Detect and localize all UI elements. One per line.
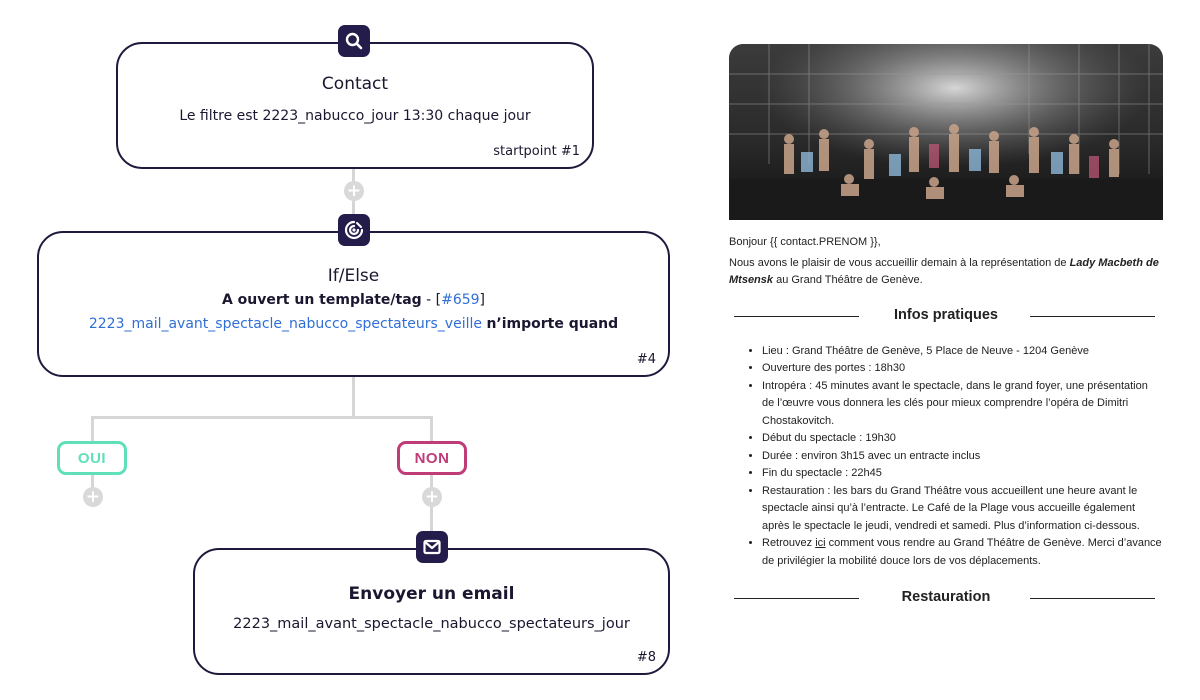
- info-item-directions-pre: Retrouvez: [762, 537, 816, 549]
- contact-badge[interactable]: [338, 25, 370, 57]
- contact-ref: startpoint #1: [493, 144, 580, 159]
- section-restauration-title: Restauration: [901, 589, 991, 605]
- add-step-plus-oui[interactable]: +: [83, 487, 103, 507]
- send-email-ref: #8: [636, 650, 656, 665]
- send-email-node[interactable]: Envoyer un email 2223_mail_avant_spectac…: [193, 548, 670, 675]
- info-item-directions: Retrouvez ici comment vous rendre au Gra…: [762, 535, 1163, 570]
- ifelse-condition-sep: - [: [421, 292, 442, 308]
- connector-ifelse-split: [352, 376, 355, 418]
- section-rule-right: [1030, 598, 1155, 599]
- info-item: Lieu : Grand Théâtre de Genève, 5 Place …: [762, 343, 1163, 361]
- connector-split-oui: [91, 416, 94, 441]
- info-item: Intropéra : 45 minutes avant le spectacl…: [762, 378, 1163, 431]
- branch-oui[interactable]: OUI: [57, 441, 127, 475]
- section-rule-right: [1030, 315, 1155, 317]
- ifelse-condition-ref-link[interactable]: #659: [441, 292, 480, 308]
- info-item: Restauration : les bars du Grand Théâtre…: [762, 483, 1163, 536]
- envelope-icon: [423, 539, 441, 555]
- connector-split-non: [430, 416, 433, 441]
- ifelse-title: If/Else: [327, 266, 380, 286]
- add-step-plus-non[interactable]: +: [422, 487, 442, 507]
- email-intro-post: au Grand Théâtre de Genève.: [773, 274, 923, 286]
- info-item: Durée : environ 3h15 avec un entracte in…: [762, 448, 1163, 466]
- contact-title: Contact: [321, 74, 389, 94]
- ifelse-ref: #4: [636, 352, 656, 367]
- search-icon: [345, 32, 363, 50]
- contact-filter: Le filtre est 2223_nabucco_jour 13:30 ch…: [179, 108, 531, 124]
- ifelse-condition-close: ]: [479, 292, 486, 308]
- email-intro: Nous avons le plaisir de vous accueillir…: [729, 255, 1163, 290]
- section-rule-left: [734, 598, 859, 599]
- info-item: Début du spectacle : 19h30: [762, 430, 1163, 448]
- connector-oui-plus: [91, 474, 94, 488]
- send-email-title: Envoyer un email: [348, 584, 515, 604]
- email-greeting: Bonjour {{ contact.PRENOM }},: [729, 236, 881, 248]
- hero-image: [729, 44, 1163, 220]
- info-item: Ouverture des portes : 18h30: [762, 360, 1163, 378]
- email-intro-text: Nous avons le plaisir de vous accueillir…: [729, 256, 1070, 269]
- infos-list: Lieu : Grand Théâtre de Genève, 5 Place …: [729, 343, 1163, 571]
- section-rule-left: [734, 315, 859, 317]
- ifelse-condition-label: A ouvert un template/tag: [221, 292, 422, 308]
- add-step-plus[interactable]: +: [344, 181, 364, 201]
- info-item-directions-post: comment vous rendre au Grand Théâtre de …: [762, 537, 1162, 567]
- ifelse-condition: A ouvert un template/tag - [#659]: [39, 292, 668, 308]
- email-preview: Bonjour {{ contact.PRENOM }}, Nous avons…: [729, 44, 1163, 614]
- send-email-badge[interactable]: [416, 531, 448, 563]
- send-email-template-link[interactable]: 2223_mail_avant_spectacle_nabucco_specta…: [233, 616, 630, 632]
- target-icon: [344, 220, 364, 240]
- section-infos-pratiques: Infos pratiques: [729, 302, 1163, 332]
- ifelse-template-line: 2223_mail_avant_spectacle_nabucco_specta…: [39, 316, 668, 332]
- directions-link[interactable]: ici: [815, 537, 826, 549]
- ifelse-badge[interactable]: [338, 214, 370, 246]
- contact-node[interactable]: Contact Le filtre est 2223_nabucco_jour …: [116, 42, 594, 169]
- ifelse-node[interactable]: If/Else A ouvert un template/tag - [#659…: [37, 231, 670, 377]
- section-infos-pratiques-title: Infos pratiques: [894, 306, 998, 323]
- branch-non[interactable]: NON: [397, 441, 467, 475]
- info-item: Fin du spectacle : 22h45: [762, 465, 1163, 483]
- ifelse-template-link[interactable]: 2223_mail_avant_spectacle_nabucco_specta…: [88, 316, 482, 332]
- connector-split-horizontal: [91, 416, 433, 419]
- ifelse-timing: n’importe quand: [486, 316, 619, 332]
- email-intro-title: Lady Macbeth de Mtsensk: [729, 256, 1159, 287]
- section-restauration: Restauration: [729, 584, 1163, 614]
